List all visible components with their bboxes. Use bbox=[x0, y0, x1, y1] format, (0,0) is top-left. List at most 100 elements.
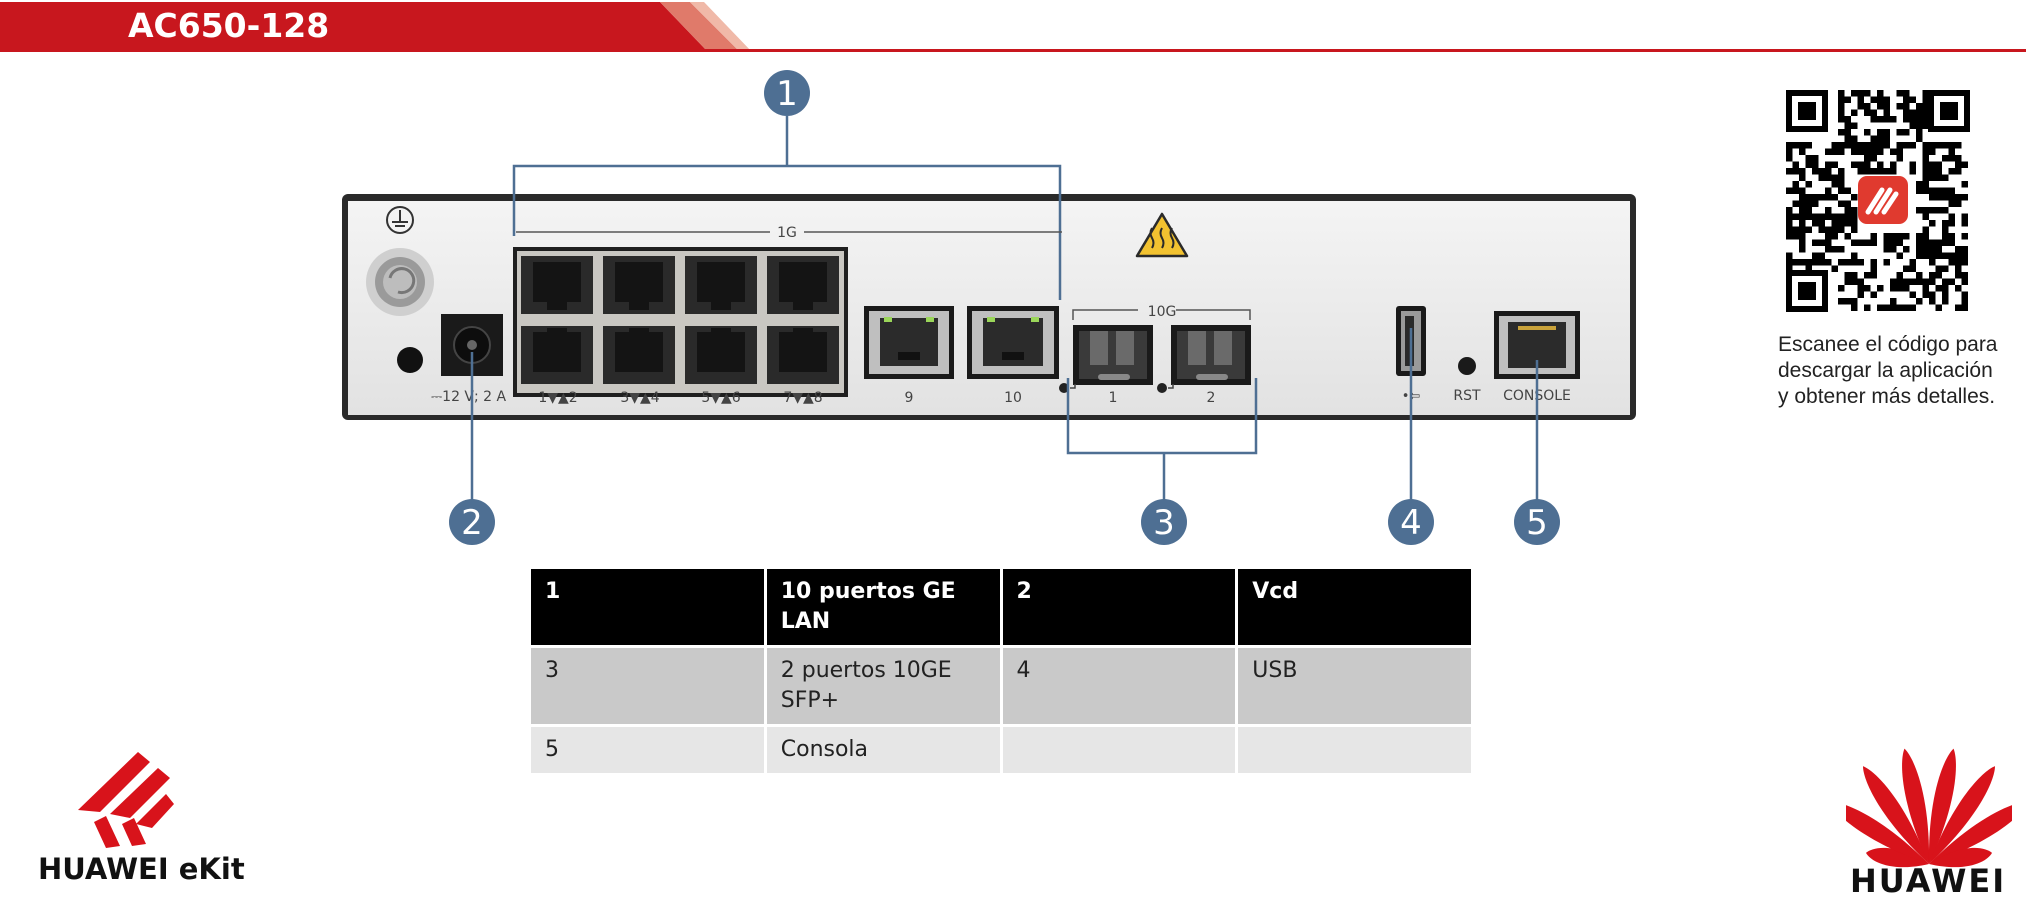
qr-module bbox=[1903, 304, 1910, 311]
qr-module bbox=[1857, 278, 1864, 285]
qr-module bbox=[1948, 252, 1955, 259]
qr-module bbox=[1818, 259, 1825, 266]
qr-module bbox=[1909, 291, 1916, 298]
port-10 bbox=[967, 306, 1059, 379]
callout-1: 1 bbox=[764, 70, 810, 116]
qr-module bbox=[1786, 220, 1793, 227]
qr-module bbox=[1922, 90, 1929, 97]
qr-module bbox=[1942, 278, 1949, 285]
qr-module bbox=[1851, 272, 1858, 279]
qr-module bbox=[1955, 194, 1962, 201]
qr-module bbox=[1903, 103, 1910, 110]
qr-module bbox=[1838, 116, 1845, 123]
qr-module bbox=[1916, 298, 1923, 305]
qr-module bbox=[1955, 259, 1962, 266]
table-cell: 4 bbox=[1002, 648, 1236, 724]
qr-module bbox=[1838, 181, 1845, 188]
qr-module bbox=[1838, 109, 1845, 116]
qr-module bbox=[1890, 239, 1897, 246]
qr-module bbox=[1786, 187, 1793, 194]
port-9-label: 9 bbox=[905, 390, 914, 406]
qr-module bbox=[1877, 304, 1884, 311]
qr-module bbox=[1877, 96, 1884, 103]
qr-module bbox=[1896, 103, 1903, 110]
qr-module bbox=[1792, 226, 1799, 233]
qr-module bbox=[1857, 148, 1864, 155]
qr-module bbox=[1851, 194, 1858, 201]
qr-module bbox=[1929, 168, 1936, 175]
qr-module bbox=[1799, 148, 1806, 155]
qr-module bbox=[1844, 207, 1851, 214]
table-cell: 2 bbox=[1002, 569, 1236, 645]
qr-module bbox=[1838, 187, 1845, 194]
table-cell: 2 puertos 10GE SFP+ bbox=[766, 648, 1000, 724]
qr-module bbox=[1916, 129, 1923, 136]
qr-module bbox=[1786, 259, 1793, 266]
qr-module bbox=[1922, 168, 1929, 175]
qr-module bbox=[1955, 200, 1962, 207]
qr-module bbox=[1844, 187, 1851, 194]
callout-1-bracket bbox=[512, 116, 1062, 300]
qr-module bbox=[1890, 148, 1897, 155]
qr-module bbox=[1851, 298, 1858, 305]
qr-module bbox=[1909, 142, 1916, 149]
qr-module bbox=[1825, 239, 1832, 246]
qr-module bbox=[1922, 174, 1929, 181]
table-cell: Vcd bbox=[1238, 569, 1471, 645]
qr-module bbox=[1825, 168, 1832, 175]
qr-module bbox=[1890, 161, 1897, 168]
table-cell: 3 bbox=[531, 648, 764, 724]
qr-module bbox=[1851, 213, 1858, 220]
qr-module bbox=[1870, 259, 1877, 266]
qr-module bbox=[1896, 278, 1903, 285]
qr-module bbox=[1844, 135, 1851, 142]
qr-module bbox=[1838, 213, 1845, 220]
qr-module bbox=[1877, 135, 1884, 142]
qr-module bbox=[1851, 90, 1858, 97]
qr-module bbox=[1825, 213, 1832, 220]
qr-module bbox=[1831, 213, 1838, 220]
qr-module bbox=[1942, 207, 1949, 214]
qr-module bbox=[1942, 174, 1949, 181]
qr-module bbox=[1935, 174, 1942, 181]
qr-module bbox=[1844, 213, 1851, 220]
qr-module bbox=[1870, 116, 1877, 123]
qr-module bbox=[1922, 207, 1929, 214]
group-10g-line bbox=[1072, 309, 1251, 320]
qr-module bbox=[1890, 233, 1897, 240]
qr-module bbox=[1786, 233, 1793, 240]
qr-module bbox=[1857, 142, 1864, 149]
qr-module bbox=[1786, 252, 1793, 259]
svg-text:4: 4 bbox=[1400, 503, 1422, 543]
qr-module bbox=[1838, 246, 1845, 253]
qr-module bbox=[1922, 109, 1929, 116]
ports-3-4-label: 3▼▲4 bbox=[620, 390, 659, 406]
callout-3: 3 bbox=[1141, 499, 1187, 545]
qr-module bbox=[1877, 90, 1884, 97]
qr-module bbox=[1851, 259, 1858, 266]
qr-module bbox=[1831, 194, 1838, 201]
qr-module bbox=[1805, 194, 1812, 201]
qr-module bbox=[1831, 246, 1838, 253]
qr-module bbox=[1948, 194, 1955, 201]
sfp-port-2 bbox=[1171, 325, 1251, 385]
huawei-ekit-logo bbox=[78, 752, 174, 848]
legend-table: 1 10 puertos GE LAN 2 Vcd 3 2 puertos 10… bbox=[528, 566, 1474, 776]
qr-module bbox=[1883, 109, 1890, 116]
qr-module bbox=[1792, 200, 1799, 207]
huawei-petal bbox=[1902, 748, 1930, 864]
qr-module bbox=[1877, 168, 1884, 175]
huawei-petal bbox=[1865, 847, 1929, 868]
qr-module bbox=[1870, 142, 1877, 149]
qr-module bbox=[1903, 278, 1910, 285]
qr-module bbox=[1948, 278, 1955, 285]
qr-module bbox=[1825, 161, 1832, 168]
qr-module bbox=[1831, 226, 1838, 233]
qr-module bbox=[1922, 233, 1929, 240]
table-row: 3 2 puertos 10GE SFP+ 4 USB bbox=[531, 648, 1471, 724]
qr-module bbox=[1896, 304, 1903, 311]
sfp-1-label: 1 bbox=[1109, 390, 1118, 406]
qr-module bbox=[1799, 142, 1806, 149]
ground-screw bbox=[366, 248, 434, 316]
qr-module bbox=[1864, 142, 1871, 149]
